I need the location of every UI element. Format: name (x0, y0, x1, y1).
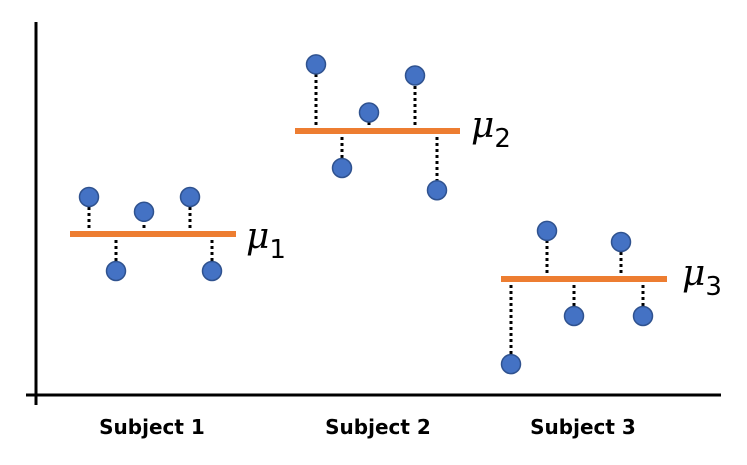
subject-2-group (295, 54, 460, 201)
data-point (78, 186, 100, 208)
subject-1-label: Subject 1 (99, 415, 205, 439)
data-point (404, 65, 426, 86)
data-point (426, 179, 448, 201)
subject-3-group (500, 220, 667, 375)
mean-symbol-1: μ (246, 216, 269, 257)
mean-symbol-2: μ (471, 105, 494, 146)
mean-symbol-3: μ (682, 253, 705, 294)
mean-subscript-3: 3 (705, 272, 722, 302)
mean-label-2: μ2 (471, 105, 511, 154)
data-point (610, 231, 632, 253)
data-point (358, 102, 380, 123)
data-point (500, 353, 522, 375)
data-point (536, 220, 558, 242)
subject-2-label: Subject 2 (325, 415, 431, 439)
mean-subscript-1: 1 (269, 235, 286, 265)
data-point (133, 201, 155, 223)
data-point (331, 157, 353, 179)
mean-label-3: μ3 (682, 253, 722, 302)
data-point (632, 305, 654, 327)
subject-3-label: Subject 3 (530, 415, 636, 439)
subject-1-group (70, 186, 236, 282)
data-point (563, 305, 585, 327)
mean-subscript-2: 2 (494, 124, 511, 154)
data-point (105, 260, 127, 282)
data-point (179, 186, 201, 208)
mean-label-1: μ1 (246, 216, 286, 265)
data-point (305, 54, 327, 75)
data-point (201, 260, 223, 282)
